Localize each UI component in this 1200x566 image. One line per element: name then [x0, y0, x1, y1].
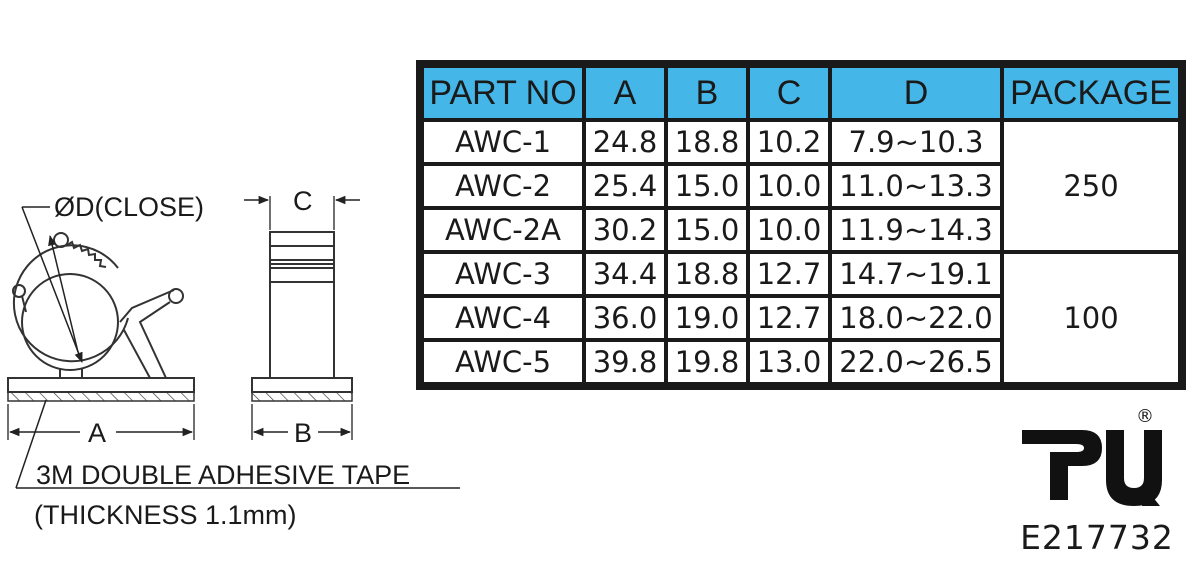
cell-d: 14.7~19.1 [832, 254, 1000, 294]
diameter-arrow [21, 206, 83, 363]
header-a: A [586, 68, 664, 118]
thickness-label: (THICKNESS 1.1mm) [34, 500, 297, 530]
cell-b: 18.8 [668, 254, 746, 294]
header-package: PACKAGE [1004, 68, 1178, 118]
tape-label: 3M DOUBLE ADHESIVE TAPE [36, 460, 410, 490]
cell-part: AWC-2 [424, 166, 582, 206]
cell-c: 10.2 [750, 122, 828, 162]
cell-part: AWC-2A [424, 210, 582, 250]
cell-package: 100 [1004, 254, 1178, 382]
cell-c: 10.0 [750, 166, 828, 206]
cell-b: 18.8 [668, 122, 746, 162]
ul-file-number: E217732 [1020, 518, 1174, 557]
cell-d: 11.9~14.3 [832, 210, 1000, 250]
cell-a: 25.4 [586, 166, 664, 206]
front-tape-layer [7, 391, 195, 402]
diameter-label: ØD(CLOSE) [54, 192, 204, 222]
registered-symbol: ® [1136, 406, 1154, 427]
side-tape-layer [251, 391, 353, 402]
cell-d: 18.0~22.0 [832, 298, 1000, 338]
cell-a: 39.8 [586, 342, 664, 382]
cell-part: AWC-4 [424, 298, 582, 338]
b-label: B [294, 418, 312, 448]
clip-front-view [12, 232, 184, 379]
cell-a: 24.8 [586, 122, 664, 162]
cell-part: AWC-3 [424, 254, 582, 294]
cell-b: 19.8 [668, 342, 746, 382]
header-part-no: PART NO [424, 68, 582, 118]
cell-c: 12.7 [750, 254, 828, 294]
cell-a: 30.2 [586, 210, 664, 250]
clip-side-view [269, 231, 335, 379]
cell-b: 19.0 [668, 298, 746, 338]
front-base-plate [7, 377, 195, 393]
cell-c: 12.7 [750, 298, 828, 338]
cell-a: 36.0 [586, 298, 664, 338]
table-row: AWC-3 34.4 18.8 12.7 14.7~19.1 100 [424, 254, 1178, 382]
header-d: D [832, 68, 1000, 118]
cell-d: 7.9~10.3 [832, 122, 1000, 162]
technical-drawing: ØD(CLOSE) A C B 3M DOUBLE ADHESIVE TAPE … [7, 186, 460, 530]
cell-b: 15.0 [668, 210, 746, 250]
header-b: B [668, 68, 746, 118]
tape-leader [15, 399, 47, 489]
cell-c: 13.0 [750, 342, 828, 382]
cell-d: 22.0~26.5 [832, 342, 1000, 382]
diameter-arrow-2 [48, 234, 79, 353]
side-base-plate [251, 377, 353, 393]
cell-b: 15.0 [668, 166, 746, 206]
cell-package: 250 [1004, 122, 1178, 250]
cell-d: 11.0~13.3 [832, 166, 1000, 206]
table-row: AWC-1 24.8 18.8 10.2 7.9~10.3 250 [424, 122, 1178, 250]
cell-part: AWC-1 [424, 122, 582, 162]
ul-recognized-logo [1022, 430, 1162, 506]
table-row: AWC-2A 30.2 15.0 10.0 11.9~14.3 [424, 210, 1178, 250]
table-header-row: PART NO A B C D PACKAGE [424, 68, 1178, 118]
specification-table: PART NO A B C D PACKAGE AWC-1 24.8 18.8 … [416, 60, 1186, 390]
table-row: AWC-4 36.0 19.0 12.7 18.0~22.0 [424, 298, 1178, 338]
table-row: AWC-2 25.4 15.0 10.0 11.0~13.3 [424, 166, 1178, 206]
table-row: AWC-5 39.8 19.8 13.0 22.0~26.5 [424, 342, 1178, 382]
header-c: C [750, 68, 828, 118]
cell-part: AWC-5 [424, 342, 582, 382]
c-label: C [293, 186, 313, 216]
cell-c: 10.0 [750, 210, 828, 250]
a-label: A [88, 418, 106, 448]
cell-a: 34.4 [586, 254, 664, 294]
